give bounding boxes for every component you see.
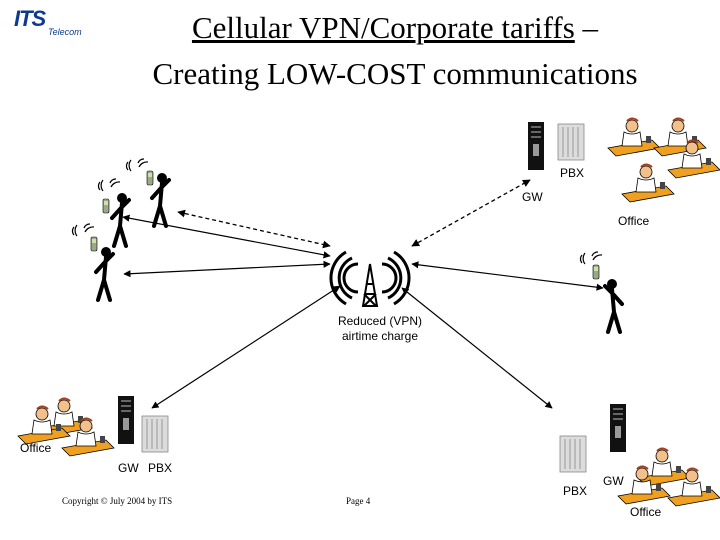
server-tower-icon xyxy=(118,396,134,444)
page-subtitle: Creating LOW-COST communications xyxy=(152,56,638,91)
radio-waves-icon xyxy=(97,178,121,192)
bottom-right-pbx-label: PBX xyxy=(563,484,588,498)
pbx-cabinet-icon xyxy=(557,123,585,161)
mobile-user-icon xyxy=(94,245,115,302)
link-user3 xyxy=(123,260,331,278)
radio-waves-icon xyxy=(71,223,95,237)
center-label-line2: airtime charge xyxy=(341,329,419,343)
cell-phone-icon xyxy=(592,264,600,280)
bottom-right-office-label: Office xyxy=(630,505,662,519)
server-tower-icon xyxy=(528,122,544,170)
footer-copyright: Copyright © July 2004 by ITS xyxy=(62,496,173,506)
center-label-line1: Reduced (VPN) xyxy=(337,314,423,328)
top-right-office-label: Office xyxy=(618,214,650,228)
bottom-left-gw-label: GW xyxy=(118,461,139,475)
radio-waves-icon xyxy=(579,251,603,265)
mobile-user-icon xyxy=(110,191,131,248)
server-tower-icon xyxy=(610,404,626,452)
link-gw-bottom-right xyxy=(401,287,553,409)
office-worker-icon xyxy=(653,117,707,157)
pbx-cabinet-icon xyxy=(559,435,587,473)
logo-brand: ITS xyxy=(14,6,46,31)
mobile-user-icon xyxy=(150,171,171,228)
page-title: Cellular VPN/Corporate tariffs – xyxy=(0,10,720,46)
mobile-user-icon xyxy=(603,277,624,334)
top-right-gw-label: GW xyxy=(522,190,543,204)
cell-phone-icon xyxy=(102,198,110,214)
logo-subtitle: Telecom xyxy=(48,27,82,37)
radio-waves-icon xyxy=(125,158,149,172)
link-gw-top-dashed xyxy=(411,179,531,247)
office-worker-icon xyxy=(607,117,661,157)
antenna-tower-icon xyxy=(329,250,411,307)
office-worker-icon xyxy=(621,163,675,203)
bottom-right-gw-label: GW xyxy=(603,474,624,488)
top-right-pbx-label: PBX xyxy=(560,166,585,180)
title-dash: – xyxy=(574,10,599,45)
cell-phone-icon xyxy=(90,236,98,252)
link-user2 xyxy=(122,214,331,259)
link-user1-dashed xyxy=(177,209,331,249)
link-user-right xyxy=(411,261,604,291)
cell-phone-icon xyxy=(146,170,154,186)
center-label: Reduced (VPN) airtime charge xyxy=(315,314,445,344)
footer-page-number: Page 4 xyxy=(346,496,371,506)
link-gw-bottom-left xyxy=(151,285,341,409)
pbx-cabinet-icon xyxy=(141,415,169,453)
title-underlined: Cellular VPN/Corporate tariffs xyxy=(191,10,575,45)
bottom-left-office-label: Office xyxy=(20,441,52,455)
bottom-left-pbx-label: PBX xyxy=(148,461,173,475)
